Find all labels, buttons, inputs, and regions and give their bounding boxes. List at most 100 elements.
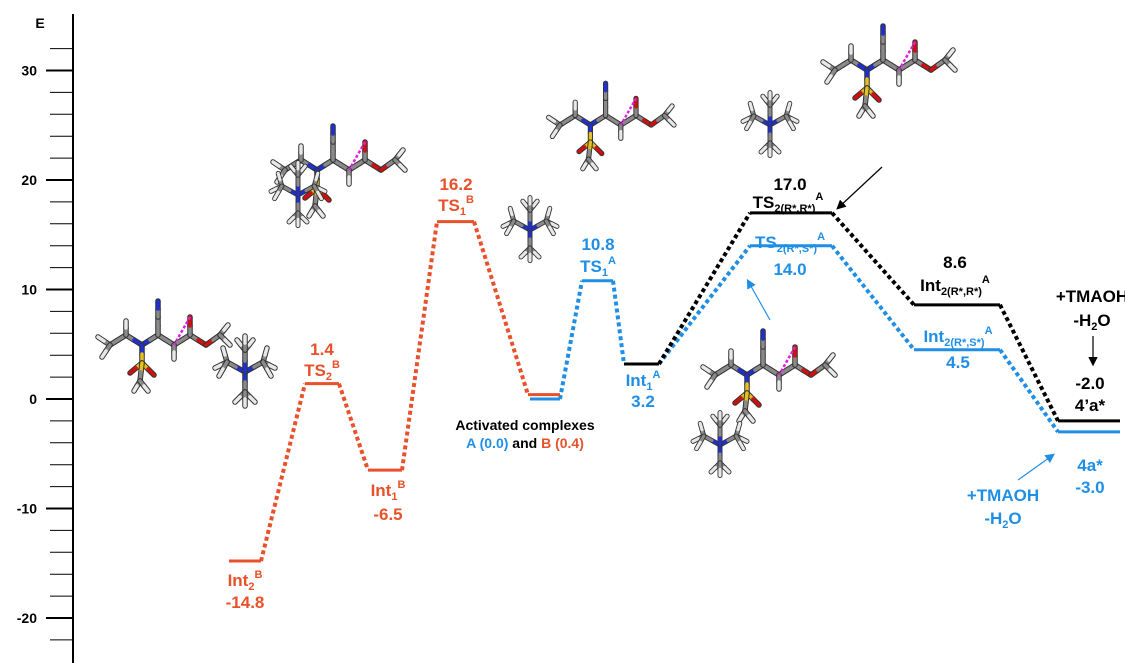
connector-ts1a-int1a: [611, 280, 626, 365]
bond: [532, 250, 541, 259]
label-int1a-name: Int1A: [626, 369, 661, 393]
bond: [221, 346, 227, 357]
bond: [667, 118, 676, 127]
bond: [550, 129, 558, 139]
bond: [217, 367, 225, 378]
bond: [701, 365, 711, 373]
bond: [142, 384, 150, 393]
label-activated-complexes-values: A (0.0) and B (0.4): [466, 435, 584, 451]
bond: [265, 367, 273, 378]
molecule-structures: [95, 23, 958, 479]
connector-ts2b-int1b: [337, 383, 370, 471]
bond: [317, 209, 325, 218]
bond: [521, 199, 528, 208]
molecule: [545, 80, 677, 172]
bond: [737, 414, 744, 423]
connector-int1b-ts1b: [400, 221, 439, 471]
label-p4pa-value: -2.0: [1075, 374, 1104, 393]
label-int2rra-name: Int2(R*,R*)A: [920, 274, 990, 298]
bond: [289, 164, 296, 173]
bond: [222, 323, 230, 332]
label-h2o-blue: -H2O: [984, 509, 1021, 531]
y-tick-label: 10: [21, 282, 37, 298]
bond: [233, 395, 242, 404]
bond: [705, 379, 713, 389]
bond: [146, 367, 156, 377]
molecule: [212, 333, 278, 409]
bond: [235, 338, 243, 347]
bond: [759, 145, 768, 154]
label-ts2b-value: 1.4: [310, 340, 334, 359]
label-int2b-name: Int2B: [228, 569, 263, 593]
bond: [505, 225, 512, 236]
bond: [761, 94, 768, 103]
bond: [788, 120, 795, 131]
bond: [318, 187, 327, 193]
level-labels: E Int2B -14.8 1.4 TS2B Int1B -6.5 16.2 T…: [35, 15, 1125, 612]
label-ts2rra-value: 17.0: [773, 175, 806, 194]
bond: [827, 353, 835, 362]
label-p4a-value: -3.0: [1075, 478, 1104, 497]
bond: [772, 145, 781, 154]
bond: [590, 162, 598, 171]
label-int2rsa-value: 4.5: [946, 353, 970, 372]
bond: [321, 192, 331, 202]
label-p4pa-name: 4’a*: [1075, 396, 1106, 415]
bond: [519, 250, 528, 259]
molecule: [95, 298, 233, 394]
connector-int2rsa-p4a: [998, 348, 1060, 434]
bond: [96, 335, 106, 343]
label-ts1b-name: TS1B: [438, 194, 474, 218]
bond: [100, 349, 108, 359]
bond: [532, 199, 539, 208]
bond: [751, 397, 761, 407]
bond: [741, 117, 750, 123]
connector-int2rra-p4pa: [998, 303, 1060, 422]
bond: [695, 440, 702, 451]
bond: [303, 191, 313, 200]
label-ts2rsa-value: 14.0: [773, 260, 806, 279]
label-ts2rra-name: TS2(R*,R*)A: [753, 191, 824, 215]
y-tick-label: 0: [29, 391, 37, 407]
bond: [594, 146, 604, 156]
bond: [748, 101, 754, 112]
bond: [736, 421, 742, 432]
bond: [398, 163, 407, 172]
y-tick-label: -20: [17, 610, 37, 626]
label-ts1a-value: 10.8: [581, 235, 614, 254]
molecule: [270, 123, 408, 219]
bond: [871, 92, 881, 102]
bond: [666, 104, 674, 113]
hydrogen-bond: [897, 41, 917, 71]
bond: [213, 363, 223, 370]
bond: [786, 101, 792, 112]
bond: [691, 437, 700, 443]
bond: [276, 171, 282, 182]
molecule: [740, 90, 800, 159]
label-int1b-name: Int1B: [371, 479, 406, 503]
bond: [508, 206, 514, 217]
y-tick-label: 30: [21, 63, 37, 79]
bond: [747, 414, 755, 423]
bond: [550, 222, 559, 228]
label-int1b-value: -6.5: [373, 505, 402, 524]
bond: [247, 338, 255, 347]
y-tick-label: 20: [21, 172, 37, 188]
hydrogen-bond: [777, 346, 797, 376]
label-int2rsa-name: Int2(R*,S*)A: [923, 325, 992, 349]
label-ts2b-name: TS2B: [304, 359, 340, 383]
bond: [948, 63, 957, 72]
bond: [300, 215, 309, 224]
bond: [577, 145, 587, 154]
bond: [867, 109, 875, 118]
bond: [740, 437, 749, 443]
bond: [267, 363, 277, 370]
bond: [790, 117, 799, 123]
label-int2rra-value: 8.6: [943, 253, 967, 272]
bond: [548, 225, 555, 236]
arrow-to-ts2rra: [836, 166, 883, 210]
connector-aca-ts1a: [558, 280, 584, 400]
bond: [223, 338, 232, 347]
